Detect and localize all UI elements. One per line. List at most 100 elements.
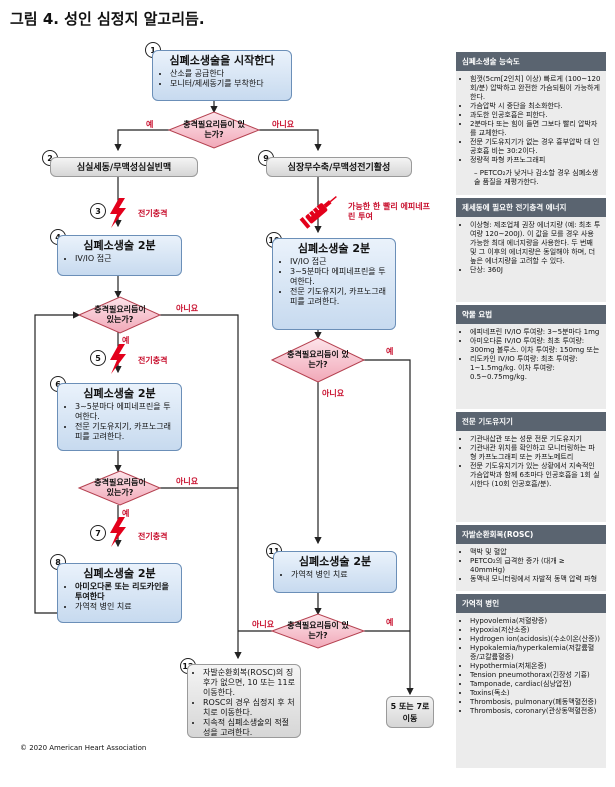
panel-rosc: 자발순환회복(ROSC) 맥박 및 혈압 PETCO₂의 급격한 증가 (대개 … — [456, 525, 606, 591]
step-10-item: IV/IO 접근 — [290, 257, 389, 267]
shock-icons — [110, 198, 126, 547]
yes-label-5: 예 — [386, 618, 394, 627]
panel-item: Thrombosis, coronary(관상동맥혈전증) — [470, 707, 601, 716]
step-4-title: 심폐소생술 2분 — [83, 239, 156, 252]
bolt-icon-7 — [110, 517, 126, 547]
step-4-cpr: 심폐소생술 2분 IV/IO 접근 — [57, 235, 182, 276]
panel-title: 가역적 병인 — [456, 594, 606, 613]
copyright: © 2020 American Heart Association — [20, 744, 147, 752]
decision-2-text: 충격필요리듬이 있는가? — [94, 305, 146, 324]
step-6-title: 심폐소생술 2분 — [83, 387, 156, 400]
panel-item: Tension pneumothorax(긴장성 기흉) — [470, 671, 601, 680]
step-3-number: 3 — [90, 203, 106, 219]
decision-1-text: 충격필요리듬이 있는가? — [183, 120, 245, 139]
step-11-cpr: 심폐소생술 2분 가역적 병인 치료 — [273, 551, 397, 593]
panel-item: 리도카인 IV/IO 투여량: 최초 투여량: 1~1.5mg/kg. 이차 투… — [470, 355, 601, 382]
step-1-start-cpr: 심폐소생술을 시작한다 산소를 공급한다 모니터/제세동기를 부착한다 — [152, 50, 292, 101]
step-8-item: 아미오다론 또는 리도카인을 투여한다 — [75, 582, 175, 602]
panel-title: 심폐소생술 능숙도 — [456, 52, 606, 71]
panel-item: 가슴압박 시 중단을 최소화한다. — [470, 102, 601, 111]
panel-item: 전문 기도유지기가 있는 상황에서 지속적인 가슴압박과 함께 6초마다 인공호… — [470, 462, 601, 489]
panel-reversible-causes: 가역적 병인 Hypovolemia(저혈량증) Hypoxia(저산소증) H… — [456, 594, 606, 768]
epinephrine-label: 가능한 한 빨리 에피네프린 투여 — [348, 202, 430, 221]
step-1-item: 모니터/제세동기를 부착한다 — [170, 79, 285, 89]
panel-item: 힘껏(5cm[2인치] 이상) 빠르게 (100~120회/분) 압박하고 완전… — [470, 75, 601, 102]
shock-label-3: 전기충격 — [138, 209, 168, 218]
step-9-asystole-pea: 심장무수축/무맥성전기활성 — [266, 157, 412, 177]
panel-item: Hypokalemia/hyperkalemia(저칼륨혈증/고칼륨혈증) — [470, 644, 601, 662]
panel-item: 기관내관 위치를 확인하고 모니터링하는 파형 카프노그래피 또는 카프노메트리 — [470, 444, 601, 462]
panel-item: Tamponade, cardiac(심낭압전) — [470, 680, 601, 689]
step-12-item: ROSC의 경우 심정지 후 처치로 이동한다. — [203, 698, 295, 718]
step-6-item: 3~5분마다 에피네프린을 투여한다. — [75, 402, 175, 422]
go-to-5-or-7: 5 또는 7로 이동 — [386, 696, 434, 728]
step-12-item: 지속적 심폐소생술의 적절성을 고려한다. — [203, 718, 295, 738]
yes-label-1: 예 — [146, 120, 154, 129]
step-11-title: 심폐소생술 2분 — [298, 555, 372, 568]
no-label-4: 아니요 — [322, 389, 345, 398]
shock-label-7: 전기충격 — [138, 532, 168, 541]
panel-title: 전문 기도유지기 — [456, 412, 606, 431]
panel-item: Hypothermia(저체온증) — [470, 662, 601, 671]
panel-title: 자발순환회복(ROSC) — [456, 525, 606, 544]
decision-5-text: 충격필요리듬이 있는가? — [287, 621, 349, 640]
step-6-cpr: 심폐소생술 2분 3~5분마다 에피네프린을 투여한다. 전문 기도유지기, 카… — [57, 383, 182, 451]
no-label-1: 아니요 — [272, 120, 295, 129]
panel-title: 약물 요법 — [456, 305, 606, 324]
panel-item: 에피네프린 IV/IO 투여량: 3~5분마다 1mg — [470, 328, 601, 337]
step-12-rosc-check: 자발순환회복(ROSC)의 징후가 없으면, 10 또는 11로 이동한다. R… — [187, 664, 301, 738]
decision-diamond-1 — [167, 111, 261, 149]
panel-subitem: – PETCO₂가 낮거나 감소할 경우 심폐소생술 품질을 재평가한다. — [474, 169, 599, 186]
no-label-3: 아니요 — [176, 477, 199, 486]
panel-item: Thrombosis, pulmonary(폐동맥혈전증) — [470, 698, 601, 707]
yes-label-3: 예 — [122, 509, 130, 518]
no-label-2: 아니요 — [176, 304, 199, 313]
step-4-item: IV/IO 접근 — [75, 254, 175, 264]
panel-item: PETCO₂의 급격한 증가 (대개 ≥ 40mmHg) — [470, 557, 601, 575]
decision-3-text: 충격필요리듬이 있는가? — [94, 478, 146, 497]
step-10-item: 3~5분마다 에피네프린을 투여한다. — [290, 267, 389, 287]
decision-4-text: 충격필요리듬이 있는가? — [287, 350, 349, 369]
shock-label-5: 전기충격 — [138, 356, 168, 365]
step-12-item: 자발순환회복(ROSC)의 징후가 없으면, 10 또는 11로 이동한다. — [203, 668, 295, 698]
page-title: 그림 4. 성인 심정지 알고리듬. — [10, 10, 205, 28]
step-1-title: 심폐소생술을 시작한다 — [169, 54, 275, 67]
step-5-number: 5 — [90, 350, 106, 366]
panel-item: Toxins(독소) — [470, 689, 601, 698]
panel-item: Hydrogen ion(acidosis)(수소이온(산증)) — [470, 635, 601, 644]
step-8-item: 가역적 병인 치료 — [75, 602, 175, 612]
panel-item: 전문 기도유지기가 없는 경우 흉부압박 대 인공호흡 비는 30:2이다. — [470, 138, 601, 156]
step-2-vf-pvt: 심실세동/무맥성심실빈맥 — [50, 157, 198, 177]
step-10-cpr: 심폐소생술 2분 IV/IO 접근 3~5분마다 에피네프린을 투여한다. 전문… — [272, 238, 396, 330]
panel-item: 2분마다 또는 힘이 들면 그보다 빨리 압박자를 교체한다. — [470, 120, 601, 138]
decision-diamond-4 — [270, 337, 366, 383]
panel-item: 과도한 인공호흡은 피한다. — [470, 111, 601, 120]
decision-diamond-5 — [270, 613, 366, 649]
bolt-icon-3 — [110, 198, 126, 228]
panel-item: Hypovolemia(저혈량증) — [470, 617, 601, 626]
yes-label-2: 예 — [122, 336, 130, 345]
panel-shock-energy: 제세동에 필요한 전기충격 에너지 이상형: 제조업체 권장 에너지량 (예: … — [456, 198, 606, 302]
bolt-icon-5 — [110, 344, 126, 374]
yes-label-4: 예 — [386, 347, 394, 356]
decision-diamond-3 — [77, 470, 162, 506]
panel-advanced-airway: 전문 기도유지기 기관내삽관 또는 성문 전문 기도유지기 기관내관 위치를 확… — [456, 412, 606, 522]
no-label-5: 아니요 — [252, 620, 275, 629]
panel-item: 기관내삽관 또는 성문 전문 기도유지기 — [470, 435, 601, 444]
panel-item: Hypoxia(저산소증) — [470, 626, 601, 635]
panel-title: 제세동에 필요한 전기충격 에너지 — [456, 198, 606, 217]
panel-cpr-quality: 심폐소생술 능숙도 힘껏(5cm[2인치] 이상) 빠르게 (100~120회/… — [456, 52, 606, 195]
step-6-item: 전문 기도유지기, 카프노그래피를 고려한다. — [75, 422, 175, 442]
panel-item: 정량적 파형 카프노그래피 — [470, 156, 601, 165]
panel-item: 이상형: 제조업체 권장 에너지량 (예: 최초 투여량 120~200J). … — [470, 221, 601, 266]
step-10-title: 심폐소생술 2분 — [297, 242, 371, 255]
step-7-number: 7 — [90, 525, 106, 541]
panel-item: 단상: 360J — [470, 266, 601, 275]
syringe-icon — [299, 195, 337, 229]
step-10-item: 전문 기도유지기, 카프노그래피를 고려한다. — [290, 287, 389, 307]
flow-lines — [34, 101, 414, 696]
decision-diamond-2 — [77, 296, 162, 334]
step-8-title: 심폐소생술 2분 — [83, 567, 156, 580]
panel-item: 아미오다론 IV/IO 투여량: 최초 투여량: 300mg 볼루스. 이차 투… — [470, 337, 601, 355]
panel-drug-therapy: 약물 요법 에피네프린 IV/IO 투여량: 3~5분마다 1mg 아미오다론 … — [456, 305, 606, 409]
